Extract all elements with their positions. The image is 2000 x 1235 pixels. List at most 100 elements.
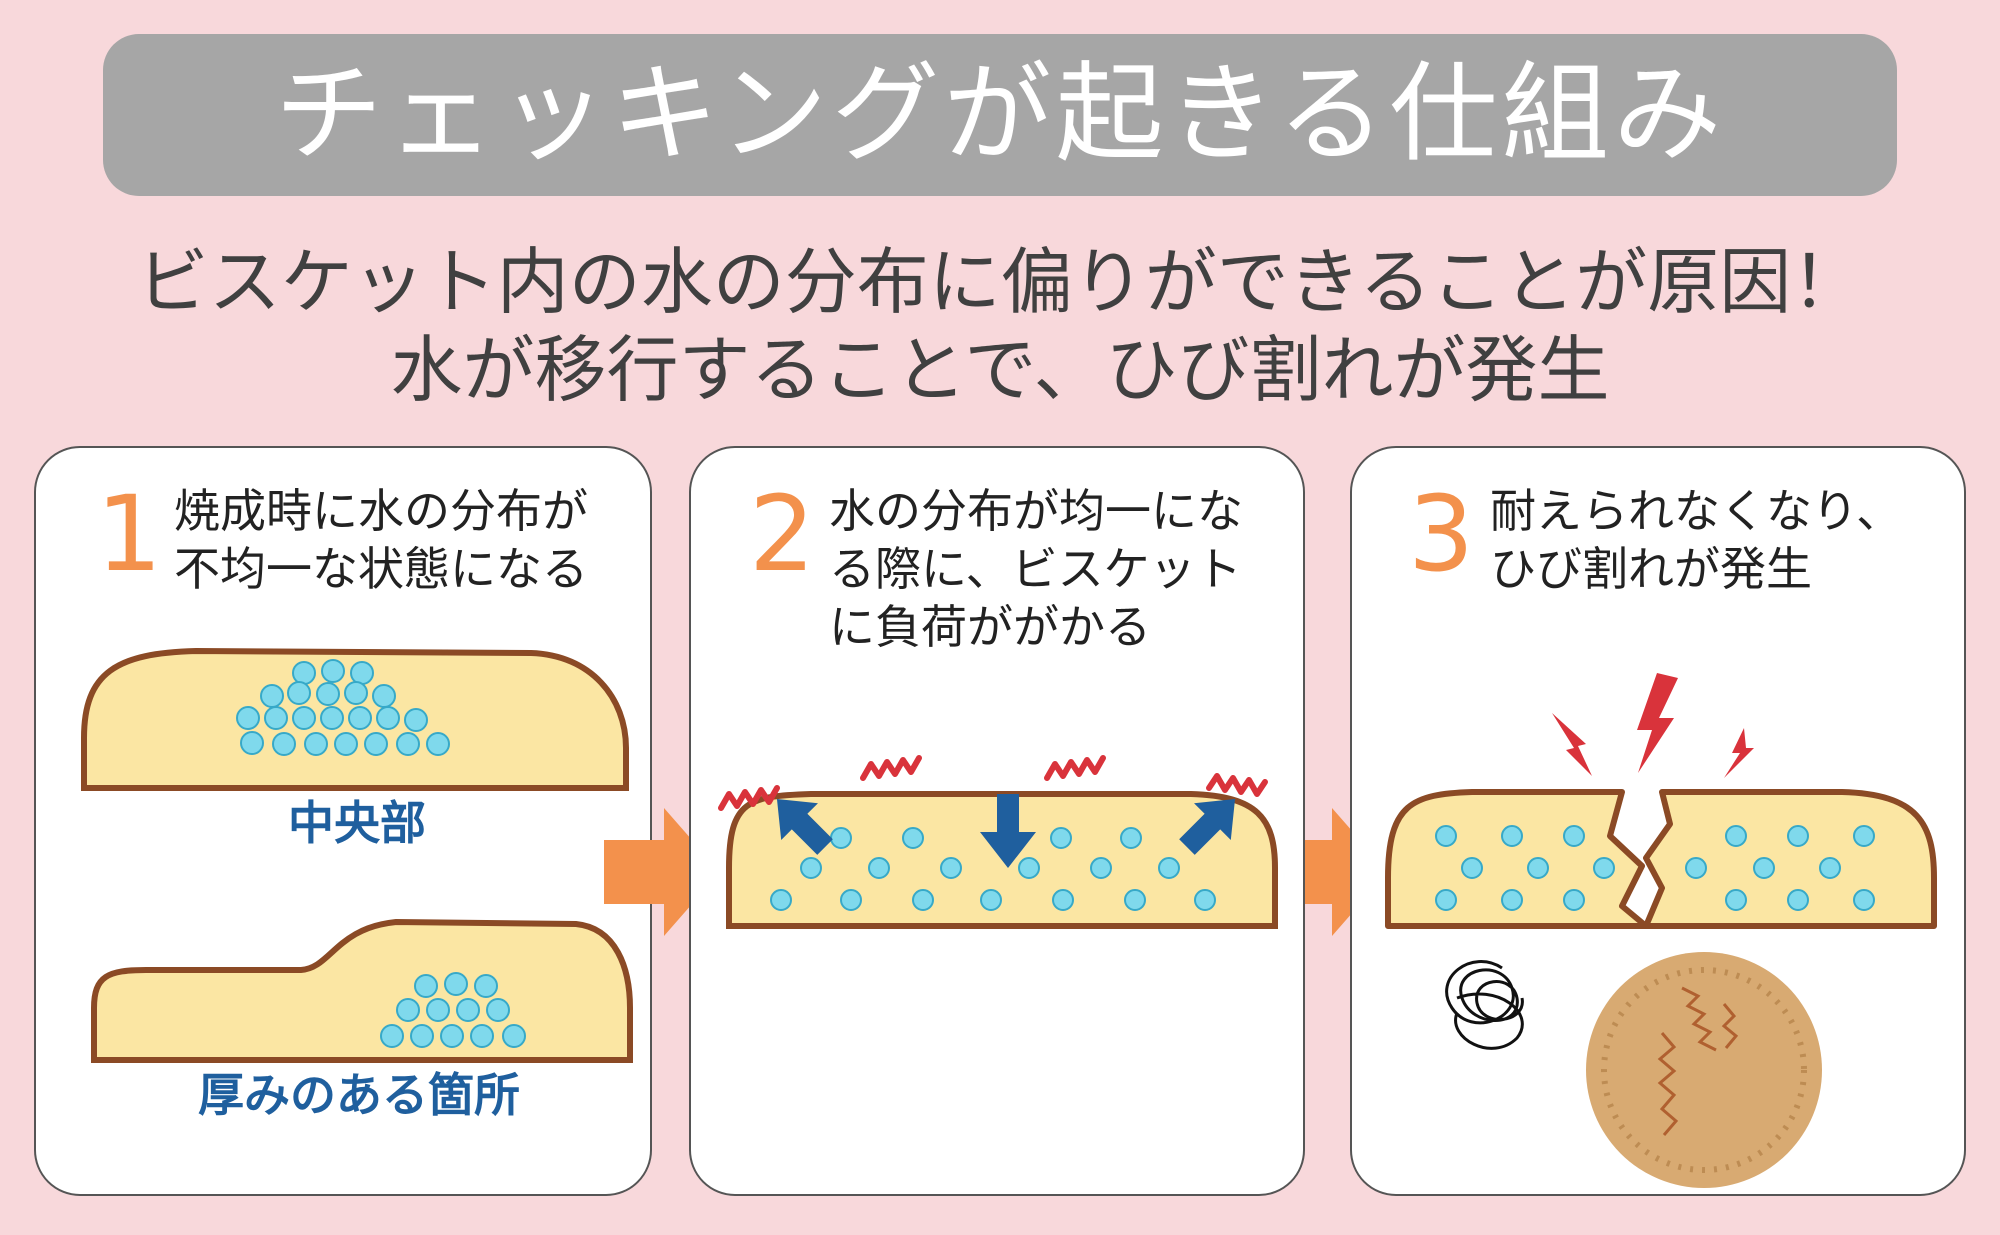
- water-drop-group-4: [1435, 825, 1875, 911]
- arrow-up-right-icon: [1179, 798, 1236, 855]
- step-1-panel: 1 焼成時に水の分布が 不均一な状態になる 中央部 厚みのある箇所: [34, 446, 652, 1196]
- arrow-up-left-icon: [776, 798, 833, 855]
- water-drop-icon: [1853, 825, 1875, 847]
- step-2-panel: 2 水の分布が均一にな る際に、ビスケット に負荷ががかる: [689, 446, 1305, 1196]
- water-drop-icon: [1050, 827, 1072, 849]
- scribble-icon: [1445, 960, 1524, 1050]
- water-drop-icon: [304, 732, 328, 756]
- water-drop-icon: [240, 731, 264, 755]
- water-drop-icon: [1052, 889, 1074, 911]
- water-drop-icon: [1685, 857, 1707, 879]
- step-2-number: 2: [749, 473, 816, 595]
- water-drop-icon: [800, 857, 822, 879]
- water-drop-icon: [410, 1024, 434, 1048]
- step-3-text-line-1: 耐えられなくなり、: [1490, 484, 1903, 538]
- water-drop-icon: [470, 1024, 494, 1048]
- subtitle-line-1: ビスケット内の水の分布に偏りができることが原因！: [136, 240, 1864, 324]
- water-drop-icon: [404, 708, 428, 732]
- water-drop-icon: [980, 889, 1002, 911]
- arrow-down-icon: [980, 794, 1036, 868]
- water-drop-icon: [344, 681, 368, 705]
- water-drop-icon: [1435, 889, 1457, 911]
- water-drop-icon: [272, 732, 296, 756]
- water-drop-icon: [321, 659, 345, 683]
- water-drop-icon: [264, 706, 288, 730]
- water-drop-icon: [1435, 825, 1457, 847]
- water-drop-group-1: [236, 659, 450, 756]
- water-drop-icon: [1787, 889, 1809, 911]
- water-drop-icon: [1563, 889, 1585, 911]
- water-drop-icon: [840, 889, 862, 911]
- step-3-panel: 3 耐えられなくなり、 ひび割れが発生: [1350, 446, 1966, 1196]
- step-2-text: 水の分布が均一にな る際に、ビスケット に負荷ががかる: [829, 482, 1243, 656]
- water-drop-icon: [376, 706, 400, 730]
- step-1-number: 1: [96, 473, 163, 595]
- water-drop-icon: [940, 857, 962, 879]
- title-banner: チェッキングが起きる仕組み: [103, 34, 1897, 196]
- step-3-number: 3: [1408, 473, 1475, 595]
- step-1-text-line-2: 不均一な状態になる: [174, 542, 588, 596]
- step-2-illustration: [718, 755, 1278, 929]
- water-drop-icon: [364, 732, 388, 756]
- step-3-illustration: [1385, 673, 1937, 1188]
- water-drop-icon: [1527, 857, 1549, 879]
- heat-wave-icon: [860, 755, 922, 781]
- water-drop-icon: [396, 998, 420, 1022]
- water-drop-icon: [912, 889, 934, 911]
- heat-wave-icon: [1206, 773, 1268, 797]
- step-2-text-line-1: 水の分布が均一にな: [829, 484, 1243, 538]
- water-drop-icon: [1018, 857, 1040, 879]
- water-drop-icon: [1725, 889, 1747, 911]
- water-drop-icon: [830, 827, 852, 849]
- water-drop-icon: [502, 1024, 526, 1048]
- water-drop-icon: [348, 706, 372, 730]
- water-drop-icon: [1593, 857, 1615, 879]
- water-drop-icon: [426, 732, 450, 756]
- step-1-text: 焼成時に水の分布が 不均一な状態になる: [174, 482, 588, 598]
- water-drop-icon: [1461, 857, 1483, 879]
- water-drop-icon: [320, 706, 344, 730]
- lightning-icon: [1637, 673, 1678, 773]
- water-drop-icon: [334, 732, 358, 756]
- step-3-text: 耐えられなくなり、 ひび割れが発生: [1490, 482, 1902, 598]
- water-drop-icon: [426, 998, 450, 1022]
- water-drop-icon: [1787, 825, 1809, 847]
- water-drop-icon: [444, 972, 468, 996]
- water-drop-icon: [902, 827, 924, 849]
- cracked-cookie-icon: [1586, 952, 1822, 1188]
- water-drop-icon: [372, 684, 396, 708]
- water-drop-icon: [456, 998, 480, 1022]
- water-drop-icon: [380, 1024, 404, 1048]
- water-drop-icon: [292, 706, 316, 730]
- subtitle-line-2: 水が移行することで、ひび割れが発生: [390, 328, 1610, 412]
- water-drop-icon: [316, 682, 340, 706]
- lightning-icon: [1724, 728, 1754, 778]
- water-drop-icon: [1158, 857, 1180, 879]
- water-drop-group-3: [770, 827, 1216, 911]
- step-2-text-line-2: る際に、ビスケット: [829, 542, 1242, 596]
- step-3-text-line-2: ひび割れが発生: [1490, 542, 1812, 596]
- water-drop-icon: [474, 974, 498, 998]
- water-drop-icon: [770, 889, 792, 911]
- heat-wave-icon: [1044, 755, 1106, 781]
- water-drop-icon: [1090, 857, 1112, 879]
- water-drop-icon: [292, 661, 316, 685]
- water-drop-icon: [1501, 889, 1523, 911]
- water-drop-group-2: [380, 972, 526, 1048]
- water-drop-icon: [486, 998, 510, 1022]
- step-1-text-line-1: 焼成時に水の分布が: [174, 484, 588, 538]
- water-drop-icon: [1194, 889, 1216, 911]
- label-center: 中央部: [288, 796, 426, 850]
- page-title: チェッキングが起きる仕組み: [274, 52, 1726, 177]
- heat-wave-icon: [718, 785, 780, 811]
- water-drop-icon: [1563, 825, 1585, 847]
- water-drop-icon: [868, 857, 890, 879]
- water-drop-icon: [236, 706, 260, 730]
- lightning-icon: [1552, 713, 1592, 776]
- label-thick-area: 厚みのある箇所: [198, 1068, 520, 1122]
- water-drop-icon: [1725, 825, 1747, 847]
- water-drop-icon: [1819, 857, 1841, 879]
- water-drop-icon: [260, 684, 284, 708]
- water-drop-icon: [440, 1024, 464, 1048]
- biscuit-thick-part: [91, 918, 633, 1063]
